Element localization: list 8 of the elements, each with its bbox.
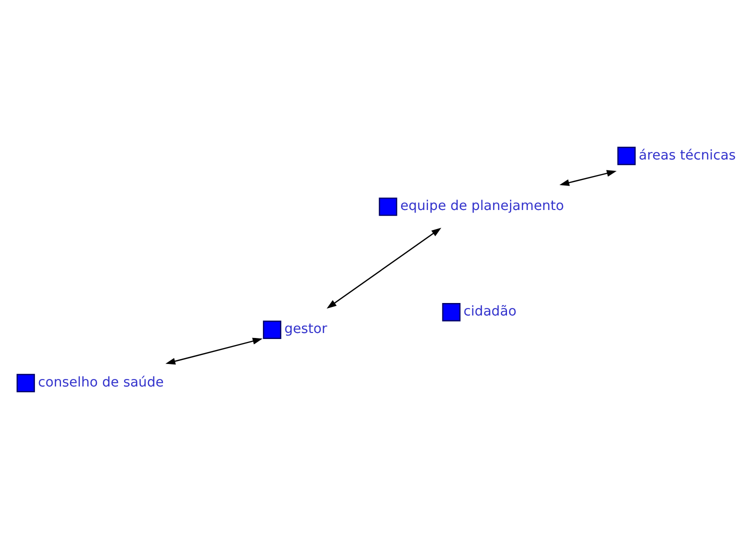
node-label: equipe de planejamento xyxy=(400,198,564,214)
node-label: áreas técnicas xyxy=(638,148,736,163)
arrow xyxy=(326,227,442,308)
node-label: cidadão xyxy=(464,304,516,320)
arrow xyxy=(165,337,262,364)
node-label: gestor xyxy=(284,322,328,337)
node-label: conselho de saúde xyxy=(38,375,164,390)
arrow xyxy=(559,169,617,186)
